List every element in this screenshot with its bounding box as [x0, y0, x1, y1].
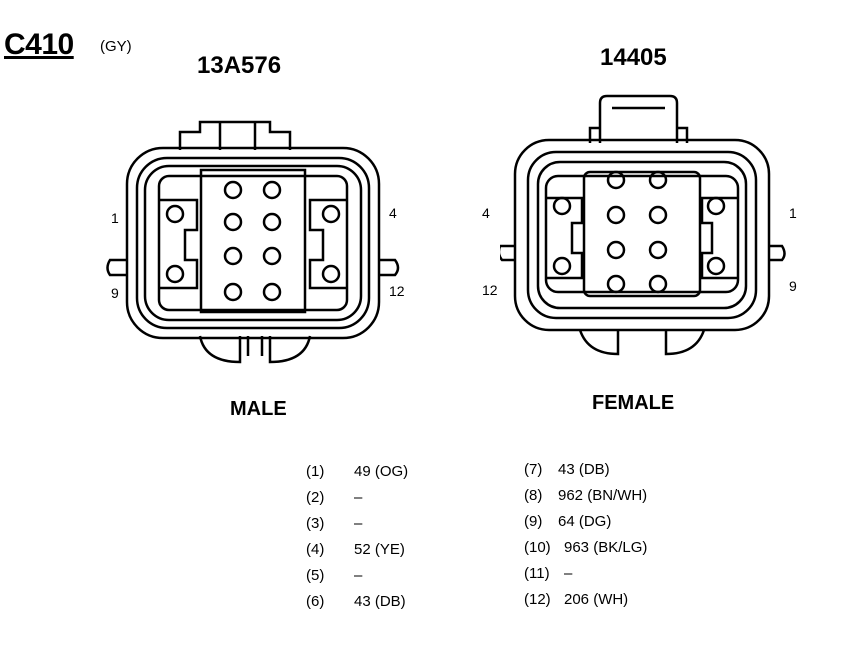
pin-row: (9) 64 (DG) — [524, 513, 611, 530]
pin-row: (6) 43 (DB) — [306, 593, 406, 610]
pin-number: (7) — [524, 461, 543, 478]
pin-circuit: 43 (DB) — [354, 593, 406, 610]
connector-color-code: (GY) — [100, 38, 132, 55]
pin-number: (1) — [306, 463, 325, 480]
female-part-number: 14405 — [600, 44, 667, 71]
pin-circuit: 962 (BN/WH) — [558, 487, 648, 504]
pin-number: (8) — [524, 487, 543, 504]
pin-circuit: – — [354, 515, 363, 532]
pin-circuit: 64 (DG) — [558, 513, 612, 530]
pin-number: (3) — [306, 515, 325, 532]
female-pin-label-bottom-right: 9 — [789, 278, 797, 294]
pin-row: (11)– — [524, 565, 572, 582]
pin-circuit: 52 (YE) — [354, 541, 405, 558]
pin-number: (5) — [306, 567, 325, 584]
male-part-number: 13A576 — [197, 52, 282, 79]
female-connector-diagram — [500, 94, 786, 356]
female-pin-label-bottom-left: 12 — [482, 282, 498, 298]
pin-number: (4) — [306, 541, 325, 558]
pin-row: (7) 43 (DB) — [524, 461, 610, 478]
pin-row: (12) 206 (WH) — [524, 591, 628, 608]
male-pin-label-top-right: 4 — [389, 205, 397, 221]
male-connector-diagram — [106, 120, 400, 364]
pin-number: (2) — [306, 489, 325, 506]
pin-circuit: 963 (BK/LG) — [564, 539, 648, 556]
connector-id: C410 — [4, 28, 74, 61]
female-pin-label-top-left: 4 — [482, 205, 490, 221]
pin-number: (12) — [524, 591, 551, 608]
male-pin-label-bottom-left: 9 — [111, 285, 119, 301]
pin-row: (5) – — [306, 567, 362, 584]
pin-circuit: – — [564, 565, 573, 582]
pin-number: (9) — [524, 513, 543, 530]
pin-row: (1) 49 (OG) — [306, 463, 408, 480]
pin-number: (11) — [524, 565, 550, 582]
female-label: FEMALE — [592, 392, 675, 414]
pin-number: (10) — [524, 539, 551, 556]
pin-row: (2) – — [306, 489, 362, 506]
male-label: MALE — [230, 398, 287, 420]
pin-circuit: – — [354, 567, 363, 584]
female-pin-label-top-right: 1 — [789, 205, 797, 221]
pin-circuit: 43 (DB) — [558, 461, 610, 478]
pin-row: (10) 963 (BK/LG) — [524, 539, 647, 556]
pin-row: (4) 52 (YE) — [306, 541, 405, 558]
male-pin-label-top-left: 1 — [111, 210, 119, 226]
pin-circuit: 206 (WH) — [564, 591, 629, 608]
pin-row: (8) 962 (BN/WH) — [524, 487, 647, 504]
pin-circuit: – — [354, 489, 363, 506]
pin-circuit: 49 (OG) — [354, 463, 409, 480]
pin-row: (3) – — [306, 515, 362, 532]
male-pin-label-bottom-right: 12 — [389, 283, 405, 299]
pin-number: (6) — [306, 593, 325, 610]
